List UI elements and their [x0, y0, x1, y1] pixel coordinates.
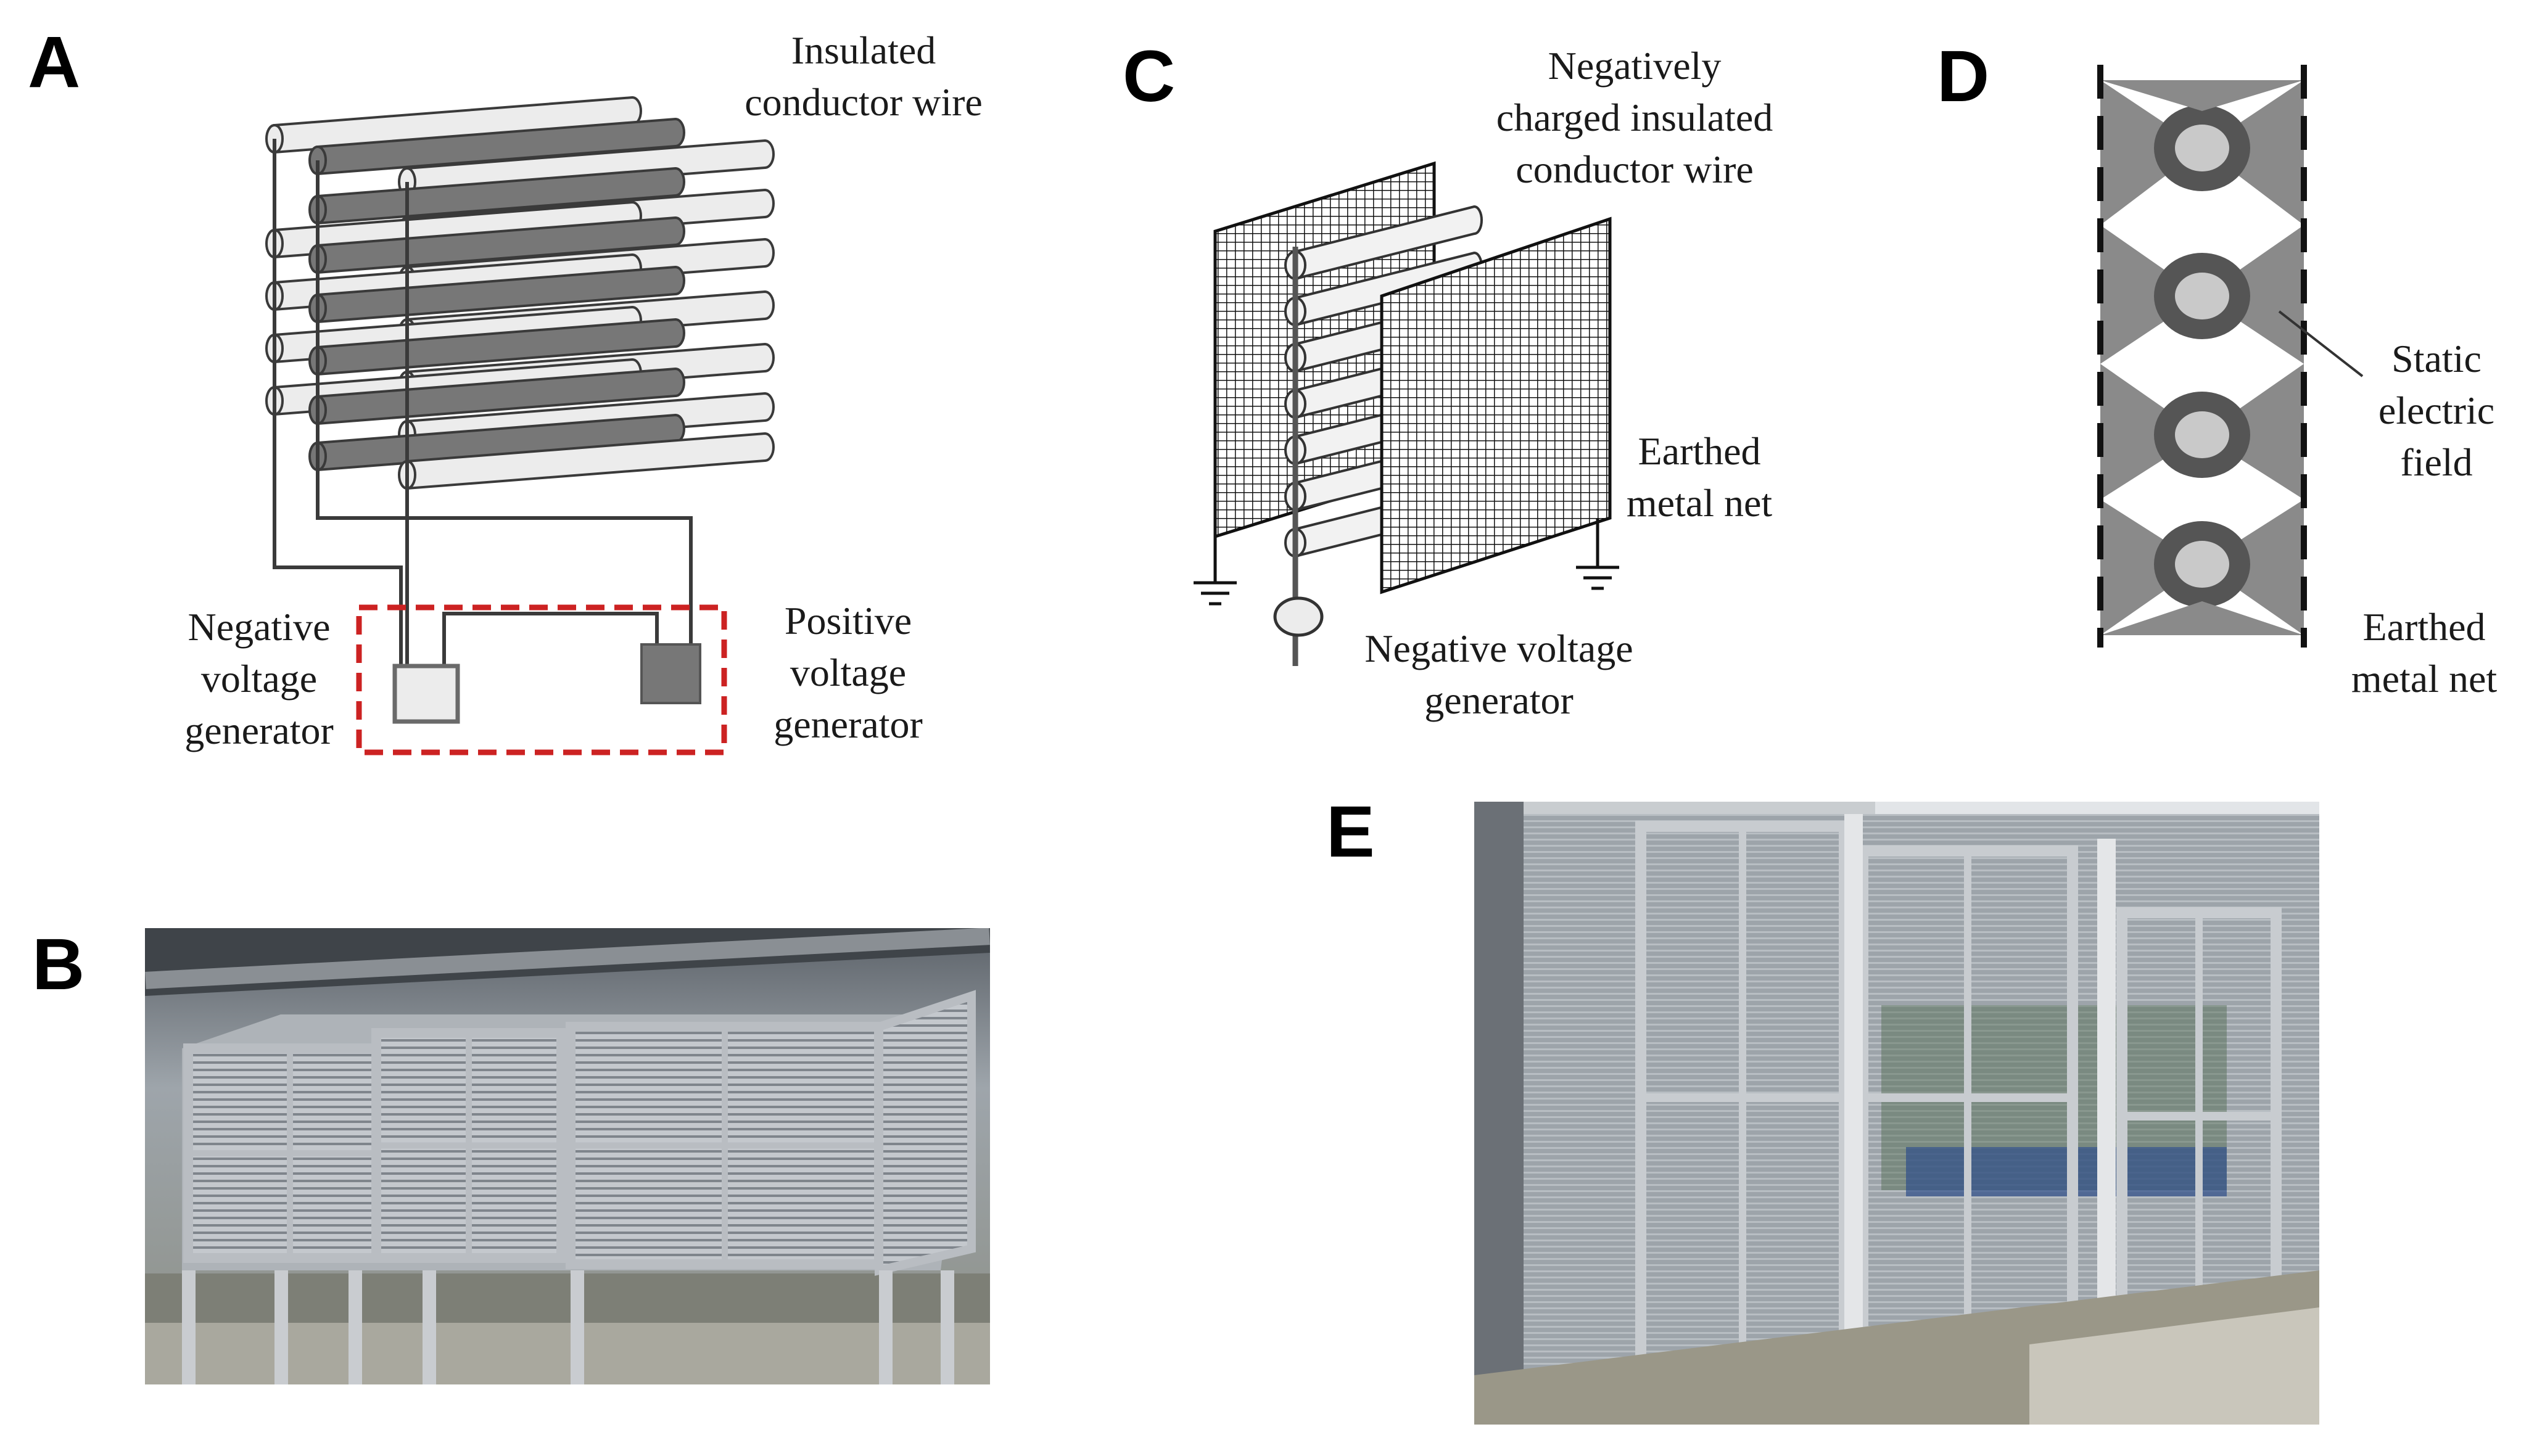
- conductor-wire: [316, 318, 685, 376]
- door-post: [2097, 839, 2116, 1344]
- charged-wire-core: [2175, 273, 2229, 319]
- caption-line: metal net: [2351, 657, 2498, 701]
- panel-label-d: D: [1937, 36, 1990, 117]
- negative-lead-wire: [273, 139, 403, 666]
- photo-screened-greenhouse: [1474, 802, 2319, 1425]
- cage-leg: [941, 1270, 954, 1384]
- panel-c-net-caption: Earthed metal net: [1598, 426, 1801, 529]
- door-post: [1844, 814, 1863, 1357]
- field-wedge-left: [2100, 80, 2202, 225]
- panel-c-generator-caption: Negative voltage generator: [1326, 623, 1672, 726]
- caption-line: Negative: [188, 605, 331, 649]
- ground-symbol-right: [1576, 518, 1619, 590]
- generator-link-wire: [442, 612, 659, 666]
- conductor-wire: [316, 367, 685, 426]
- caption-line: conductor wire: [1516, 147, 1754, 191]
- conductor-wire: [316, 167, 685, 225]
- conductor-wire: [316, 117, 685, 176]
- panel-a-negative-caption: Negative voltage generator: [157, 601, 361, 757]
- field-wedge-right: [2202, 80, 2304, 225]
- panel-label-a: A: [28, 22, 81, 103]
- cage-leg: [349, 1270, 362, 1384]
- charged-wire-core: [2175, 541, 2229, 588]
- panel-c-wire-caption: Negatively charged insulated conductor w…: [1437, 40, 1832, 195]
- cage-leg: [423, 1270, 436, 1384]
- negative-voltage-generator: [392, 664, 460, 724]
- caption-line: Negative voltage: [1364, 627, 1633, 670]
- caption-line: Static: [2391, 337, 2482, 380]
- caption-line: voltage: [790, 651, 907, 694]
- earthed-metal-net-front: [1380, 216, 1612, 594]
- greenhouse-column: [1474, 802, 1524, 1425]
- charged-wire-core: [2175, 411, 2229, 458]
- photo-cage-greenhouse: [145, 928, 990, 1384]
- caption-line: voltage: [200, 657, 318, 701]
- caption-line: Earthed: [1638, 429, 1761, 473]
- caption-line: Positive: [784, 599, 912, 643]
- field-pointer-line: [2278, 310, 2364, 377]
- cage-side-panel: [875, 990, 976, 1276]
- caption-line: Negatively: [1548, 44, 1722, 88]
- panel-label-c: C: [1123, 36, 1176, 117]
- cage-leg: [879, 1270, 893, 1384]
- positive-lead-wire: [316, 160, 693, 644]
- panel-label-e: E: [1326, 791, 1375, 873]
- caption-line: generator: [1424, 678, 1574, 722]
- cage-leg: [274, 1270, 288, 1384]
- caption-line: field: [2400, 440, 2473, 484]
- caption-line: Insulated: [791, 28, 936, 72]
- caption-line: Earthed: [2362, 605, 2486, 649]
- positive-voltage-generator: [640, 643, 701, 704]
- negative-voltage-generator: [1273, 596, 1324, 637]
- panel-a-positive-caption: Positive voltage generator: [746, 595, 950, 751]
- interior-benches: [1906, 1147, 2227, 1196]
- panel-label-b: B: [32, 924, 85, 1005]
- field-wedge-top: [2100, 80, 2304, 111]
- field-wedge-left: [2100, 364, 2202, 500]
- greenhouse-beam: [145, 928, 990, 989]
- ground-symbol-left: [1194, 537, 1237, 606]
- caption-line: charged insulated: [1496, 96, 1773, 139]
- caption-line: metal net: [1626, 481, 1773, 525]
- field-wedge-left: [2100, 500, 2202, 635]
- insulated-tube: [1294, 205, 1483, 281]
- charged-wire-core: [2175, 125, 2229, 171]
- cage-leg: [571, 1270, 584, 1384]
- cage-leg: [182, 1270, 196, 1384]
- conductor-wire: [406, 432, 775, 490]
- dashed-generator-box: [356, 604, 727, 755]
- field-wedge-right: [2202, 225, 2304, 364]
- panel-d-net-caption: Earthed metal net: [2319, 601, 2529, 705]
- conductor-wire: [316, 216, 685, 274]
- caption-line: electric: [2378, 389, 2495, 432]
- panel-d-field-caption: Static electric field: [2344, 333, 2529, 488]
- conductor-wire: [316, 265, 685, 324]
- caption-line: generator: [184, 709, 334, 752]
- field-wedge-left: [2100, 225, 2202, 364]
- field-wedge-right: [2202, 364, 2304, 500]
- field-wedge-right: [2202, 500, 2304, 635]
- field-wedge-bottom: [2100, 601, 2304, 635]
- metal-net-screen: [1524, 814, 2319, 1369]
- panel-a-wire-caption: Insulated conductor wire: [716, 25, 1012, 128]
- caption-line: generator: [774, 702, 923, 746]
- caption-line: conductor wire: [745, 80, 983, 124]
